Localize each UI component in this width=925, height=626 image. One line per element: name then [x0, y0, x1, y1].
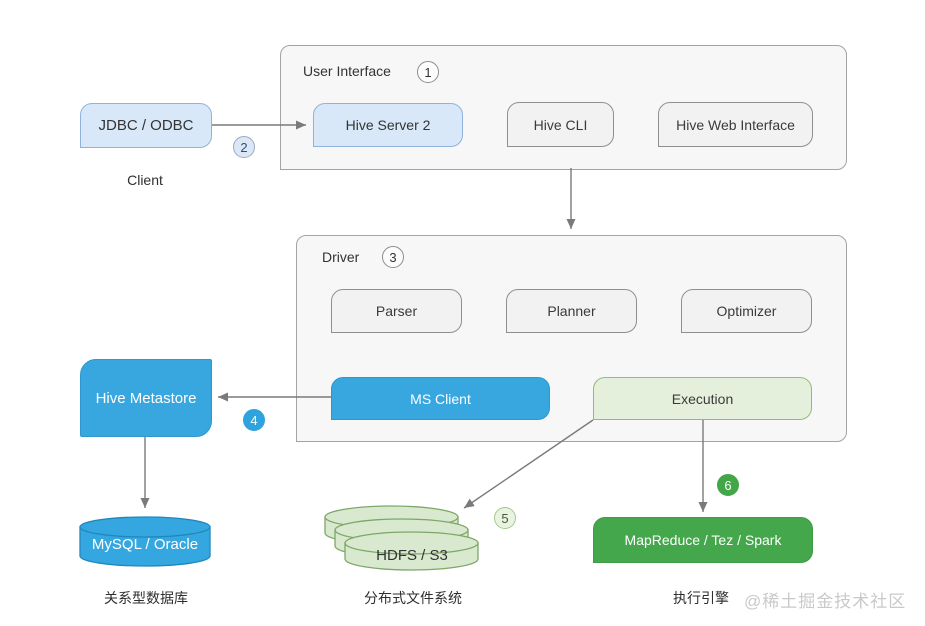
hive-web-interface-node: Hive Web Interface — [658, 102, 813, 147]
arrow-execution-to-hdfs — [463, 419, 594, 509]
distributed-fs-caption: 分布式文件系统 — [364, 590, 462, 606]
execution-node: Execution — [593, 377, 812, 420]
optimizer-node: Optimizer — [681, 289, 812, 333]
step-5-badge: 5 — [494, 507, 516, 529]
ms-client-node: MS Client — [331, 377, 550, 420]
planner-node: Planner — [506, 289, 637, 333]
step-6-badge: 6 — [717, 474, 739, 496]
step-1-badge: 1 — [417, 61, 439, 83]
relational-db-caption: 关系型数据库 — [104, 590, 188, 606]
hive-cli-node: Hive CLI — [507, 102, 614, 147]
hive-metastore-node: Hive Metastore — [80, 359, 212, 437]
step-4-badge: 4 — [243, 409, 265, 431]
hive-server2-node: Hive Server 2 — [313, 103, 463, 147]
mysql-cylinder — [79, 516, 211, 567]
mapreduce-tez-spark-node: MapReduce / Tez / Spark — [593, 517, 813, 563]
hdfs-cylinder-stack — [324, 505, 479, 571]
step-2-badge: 2 — [233, 136, 255, 158]
jdbc-odbc-node: JDBC / ODBC — [80, 103, 212, 148]
client-caption: Client — [127, 172, 163, 188]
step-3-badge: 3 — [382, 246, 404, 268]
juejin-watermark: @稀土掘金技术社区 — [744, 592, 907, 611]
hdfs-s3-label: HDFS / S3 — [376, 547, 448, 564]
execution-engine-caption: 执行引擎 — [673, 590, 729, 606]
parser-node: Parser — [331, 289, 462, 333]
user-interface-title: User Interface — [303, 63, 391, 79]
driver-title: Driver — [322, 249, 360, 265]
mysql-oracle-label: MySQL / Oracle — [91, 536, 199, 553]
